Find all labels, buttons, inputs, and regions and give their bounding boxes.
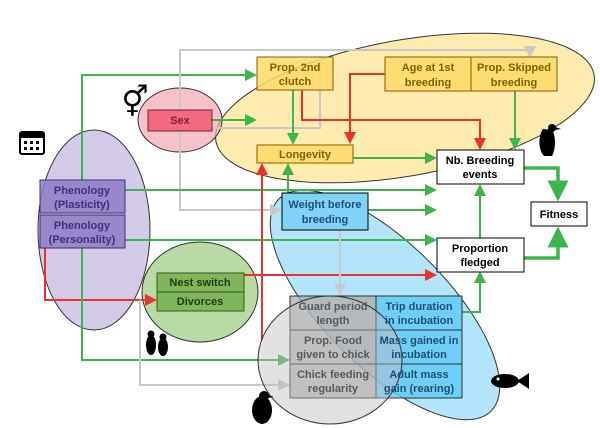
sex-box [147, 109, 213, 132]
label: Nest switch [169, 277, 230, 289]
label: Longevity [279, 149, 332, 161]
arrow [344, 73, 385, 144]
penguin-icon [539, 124, 561, 156]
phen-plast-box [39, 179, 126, 214]
label: Guard period [298, 301, 367, 313]
chick-feed-box [289, 363, 377, 399]
label: in incubation [385, 315, 454, 327]
label: incubation [391, 349, 447, 361]
label: Proportion [452, 243, 508, 255]
label: breeding [405, 77, 451, 89]
longevity-box [256, 144, 354, 164]
label: clutch [279, 76, 312, 88]
label: Prop. 2nd [270, 62, 321, 74]
arrow [44, 248, 157, 306]
label: Weight before [288, 199, 361, 211]
weight-box [281, 192, 369, 231]
arrow-to-fitness [524, 166, 569, 202]
food-box [289, 329, 377, 365]
penguin-chick-icon [252, 391, 274, 424]
label: Chick feeding [297, 369, 369, 381]
prop-skipped-box [470, 56, 558, 92]
label: Age at 1st [402, 62, 455, 74]
label: regularity [308, 383, 359, 395]
arrow [81, 248, 290, 366]
label: (Personality) [49, 234, 116, 246]
arrow-to-fitness [524, 226, 569, 260]
label: Phenology [54, 220, 111, 232]
label: Fitness [540, 209, 579, 221]
arrow [139, 300, 290, 391]
label: Adult mass [389, 369, 448, 381]
label: (Plasticity) [54, 199, 110, 211]
fitness-box [530, 201, 588, 227]
label: length [317, 315, 350, 327]
adult-mass-box [375, 363, 463, 399]
nb-breeding-box [436, 149, 525, 185]
label: given to chick [296, 349, 370, 361]
arrow [301, 90, 486, 150]
age-first-box [384, 56, 472, 92]
label: Sex [170, 115, 190, 127]
label: breeding [302, 214, 348, 226]
label: Prop. Food [304, 335, 362, 347]
label: Trip duration [385, 301, 453, 313]
label: breeding [491, 77, 537, 89]
divorces-box [156, 291, 245, 312]
label: Phenology [54, 185, 111, 197]
arrow [179, 131, 282, 216]
prop-fledged-box [436, 237, 525, 273]
label: Prop. Skipped [477, 62, 551, 74]
arrow [179, 46, 536, 110]
phen-pers-box [39, 214, 126, 249]
arrow [81, 69, 257, 180]
prop-clutch-box [256, 56, 334, 91]
label: gain (rearing) [384, 383, 455, 395]
fish-icon [491, 373, 529, 389]
label: fledged [460, 257, 499, 269]
label: Nb. Breeding [446, 155, 514, 167]
guard-box [289, 295, 377, 331]
calendar-icon [19, 131, 45, 155]
label: Divorces [177, 296, 223, 308]
sex-symbol-icon: ⚥ [121, 84, 148, 120]
penguin-pair-icon [146, 330, 168, 356]
arrow [462, 271, 486, 313]
label: events [463, 169, 498, 181]
label: Mass gained in [380, 335, 459, 347]
chick-care-ellipse [257, 295, 403, 425]
